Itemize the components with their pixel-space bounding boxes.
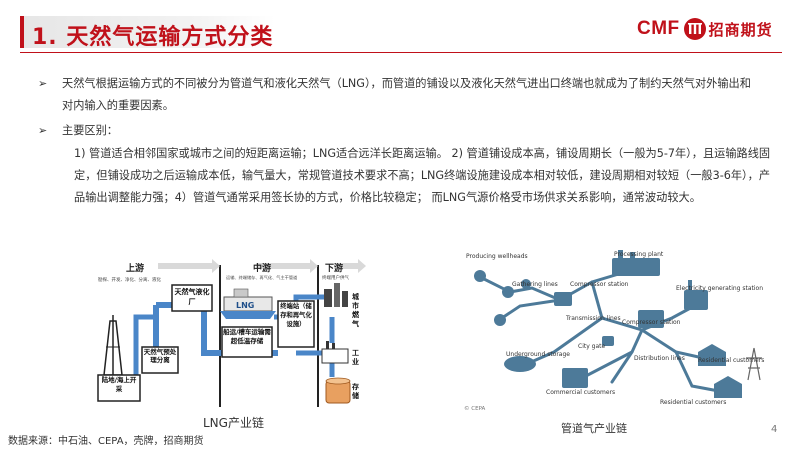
- box-pretreat: 天然气预处理分离: [143, 348, 177, 364]
- upstream-sub: 勘探、开发、净化、分离、液化: [98, 276, 161, 283]
- downstream-label-city: 城市燃气: [352, 293, 359, 328]
- slide-header: 1. 天然气运输方式分类 CMF 招商期货: [0, 0, 802, 56]
- label-electricity: Electricity generating station: [676, 285, 763, 292]
- pipeline-chain-diagram: Producing wellheads Processing plant Gat…: [462, 248, 777, 413]
- label-compressor2: Compressor station: [622, 319, 681, 326]
- commercial-icon: [562, 368, 588, 388]
- underground-storage-icon: [504, 356, 536, 372]
- power-tower-icon: [746, 347, 762, 381]
- label-producing: Producing wellheads: [466, 253, 528, 260]
- bullet-marker-2: ➢: [38, 124, 48, 137]
- midstream-label: 中游: [253, 262, 271, 274]
- title-bar: [20, 16, 275, 48]
- city-icon: [324, 283, 348, 307]
- label-citygate: City gate: [578, 343, 606, 350]
- ship-label: LNG: [236, 301, 254, 310]
- processing-plant-icon: [612, 250, 660, 276]
- lng-ship-icon: LNG: [220, 288, 276, 319]
- page-number: 4: [771, 424, 778, 435]
- compressor-station-icon: [554, 292, 572, 306]
- logo-chinese: 招商期货: [708, 20, 773, 39]
- logo-emblem-icon: [683, 18, 706, 40]
- downstream-label-industry: 工业: [352, 349, 359, 366]
- label-transmission: Transmission lines: [565, 315, 621, 322]
- label-processing: Processing plant: [614, 251, 664, 258]
- storage-tank-icon: [325, 377, 351, 404]
- bullet-marker-1: ➢: [38, 77, 48, 90]
- downstream-label: 下游: [325, 262, 343, 274]
- paragraph-main-differences: 1) 管道适合相邻国家或城市之间的短距离运输；LNG适合远洋长距离运输。 2) …: [74, 147, 771, 204]
- label-compressor1: Compressor station: [570, 281, 629, 288]
- residential-icon: [698, 344, 742, 398]
- factory-icon: [321, 341, 349, 364]
- label-gathering: Gathering lines: [512, 281, 558, 288]
- label-residential1: Residential customers: [698, 357, 764, 364]
- upstream-label: 上游: [126, 262, 144, 274]
- pipeline-diagram-caption: 管道气产业链: [561, 422, 627, 435]
- paragraph-main-differences-label: 主要区别：: [62, 124, 118, 137]
- label-underground: Underground storage: [506, 351, 570, 358]
- downstream-label-storage: 存储: [352, 383, 359, 400]
- wellheads-icon: [474, 270, 531, 326]
- logo-latin: CMF: [637, 18, 680, 39]
- oil-rig-icon: [100, 315, 128, 379]
- cepa-copyright: © CEPA: [464, 405, 486, 412]
- box-mining: 陆地/海上开采: [101, 376, 137, 393]
- label-distribution: Distribution lines: [634, 355, 685, 362]
- downstream-sub: 终端用户供气: [322, 274, 349, 281]
- label-residential2: Residential customers: [660, 399, 726, 406]
- lng-chain-diagram: 上游 勘探、开发、净化、分离、液化 中游 运输、终端储存、再气化、气主干管道 下…: [96, 257, 368, 411]
- paragraph-transport-intro: 天然气根据运输方式的不同被分为管道气和液化天然气（LNG），而管道的铺设以及液化…: [62, 77, 751, 112]
- box-terminal: 终端站（储存和再气化设施）: [280, 303, 312, 328]
- data-source-note: 数据来源：中石油、CEPA，壳牌，招商期货: [8, 436, 204, 447]
- city-gate-icon: [602, 336, 614, 346]
- brand-logo: CMF 招商期货: [637, 14, 773, 44]
- midstream-sub: 运输、终端储存、再气化、气主干管道: [226, 274, 298, 281]
- box-liquefaction: 天然气液化厂: [174, 288, 210, 306]
- header-divider: [20, 52, 782, 53]
- box-transport: 船运/槽车运输需超低温存储: [223, 328, 271, 345]
- title-accent: [20, 16, 24, 48]
- page-title: 1. 天然气运输方式分类: [32, 25, 274, 50]
- label-commercial: Commercial customers: [546, 389, 615, 396]
- compressor-station-2-icon: [638, 310, 664, 328]
- electricity-station-icon: [684, 280, 708, 310]
- lng-diagram-caption: LNG产业链: [203, 416, 264, 430]
